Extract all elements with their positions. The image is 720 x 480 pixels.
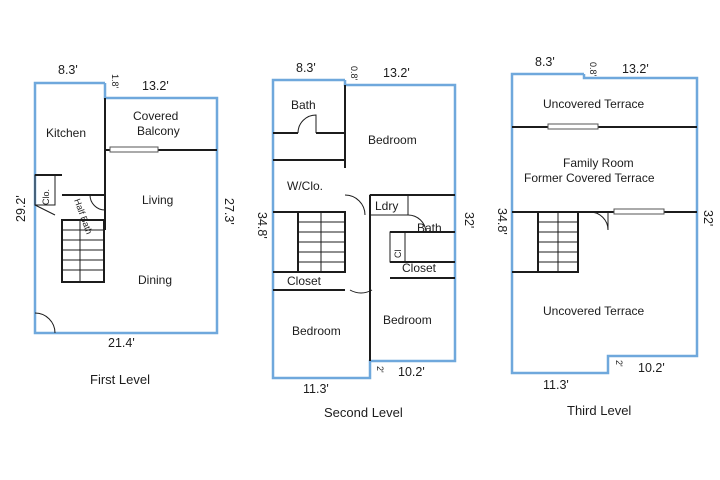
bedroom3-label: Bedroom [383, 313, 432, 327]
lower-terrace-label: Uncovered Terrace [543, 304, 644, 318]
l3-dim-top-right: 13.2' [622, 62, 649, 76]
l3-dim-bottom-gap: 2' [614, 360, 624, 367]
l2-dim-bottom-left: 11.3' [303, 382, 329, 396]
l2-dim-left: 34.8' [255, 212, 269, 239]
first-level-caption: First Level [90, 372, 150, 387]
l3-dim-top-left: 8.3' [535, 55, 555, 69]
dim-top-right: 13.2' [142, 79, 169, 93]
closet-label: Clo. [41, 189, 51, 205]
entry-door [34, 312, 56, 334]
third-level-caption: Third Level [567, 403, 631, 418]
kitchen-label: Kitchen [46, 126, 86, 140]
dim-top-left: 8.3' [58, 63, 78, 77]
balcony-label-line2: Balcony [137, 124, 180, 138]
closet-box [34, 174, 56, 206]
l3-dim-top-gap: 0.8' [588, 62, 598, 77]
bath1-label: Bath [291, 98, 316, 112]
l2-dim-bottom-gap: 2' [375, 366, 385, 373]
l3-dim-right: 32' [701, 210, 715, 226]
hall-door [344, 194, 366, 216]
half-bath-door [89, 194, 106, 211]
dining-label: Dining [138, 273, 172, 287]
dim-bottom: 21.4' [108, 336, 135, 350]
third-level-outer-wall [510, 72, 699, 375]
upper-terrace-label: Uncovered Terrace [543, 97, 644, 111]
bedroom1-label: Bedroom [368, 133, 417, 147]
cl-label: Cl [393, 250, 403, 259]
former-terrace-label: Former Covered Terrace [524, 171, 655, 185]
bedroom2-label: Bedroom [292, 324, 341, 338]
balcony-window [109, 146, 159, 153]
l2-dim-right: 32' [462, 212, 476, 228]
bath-door [297, 114, 317, 134]
terrace-door [589, 211, 609, 231]
third-level-plan: Uncovered Terrace Family Room Former Cov… [495, 55, 715, 418]
closet-diag [34, 204, 56, 216]
l2-dim-top-right: 13.2' [383, 66, 410, 80]
wclo-label: W/Clo. [287, 179, 323, 193]
l2-dim-bottom-right: 10.2' [398, 365, 425, 379]
dim-right: 27.3' [222, 198, 236, 225]
l2-dim-top-left: 8.3' [296, 61, 316, 75]
third-level-stairs [537, 211, 579, 273]
dim-top-gap: 1.8' [110, 74, 120, 89]
laundry-label: Ldry [375, 199, 398, 213]
bath2-door [407, 214, 427, 233]
first-level-stairs [61, 219, 105, 283]
first-level-plan: Kitchen Covered Balcony Clo. Half Bath L… [14, 63, 236, 387]
l3-dim-left: 34.8' [495, 208, 509, 235]
laundry-box [369, 194, 409, 216]
closet1-label: Closet [287, 274, 322, 288]
bedroom-door [349, 289, 373, 294]
l3-dim-bottom-right: 10.2' [638, 361, 665, 375]
dim-left: 29.2' [14, 195, 28, 222]
upper-window [547, 123, 599, 130]
l2-dim-top-gap: 0.8' [349, 66, 359, 81]
family-room-label: Family Room [563, 156, 634, 170]
lower-window [613, 208, 665, 215]
second-level-stairs [297, 211, 346, 273]
closet2-label: Closet [402, 261, 437, 275]
balcony-label-line1: Covered [133, 109, 178, 123]
living-label: Living [142, 193, 173, 207]
second-level-plan: Bath Bedroom W/Clo. Ldry Bath Cl Closet … [255, 61, 476, 420]
bath2-label: Bath [417, 221, 442, 235]
first-level-outer-wall [33, 81, 219, 335]
second-level-caption: Second Level [324, 405, 403, 420]
l3-dim-bottom-left: 11.3' [543, 378, 569, 392]
